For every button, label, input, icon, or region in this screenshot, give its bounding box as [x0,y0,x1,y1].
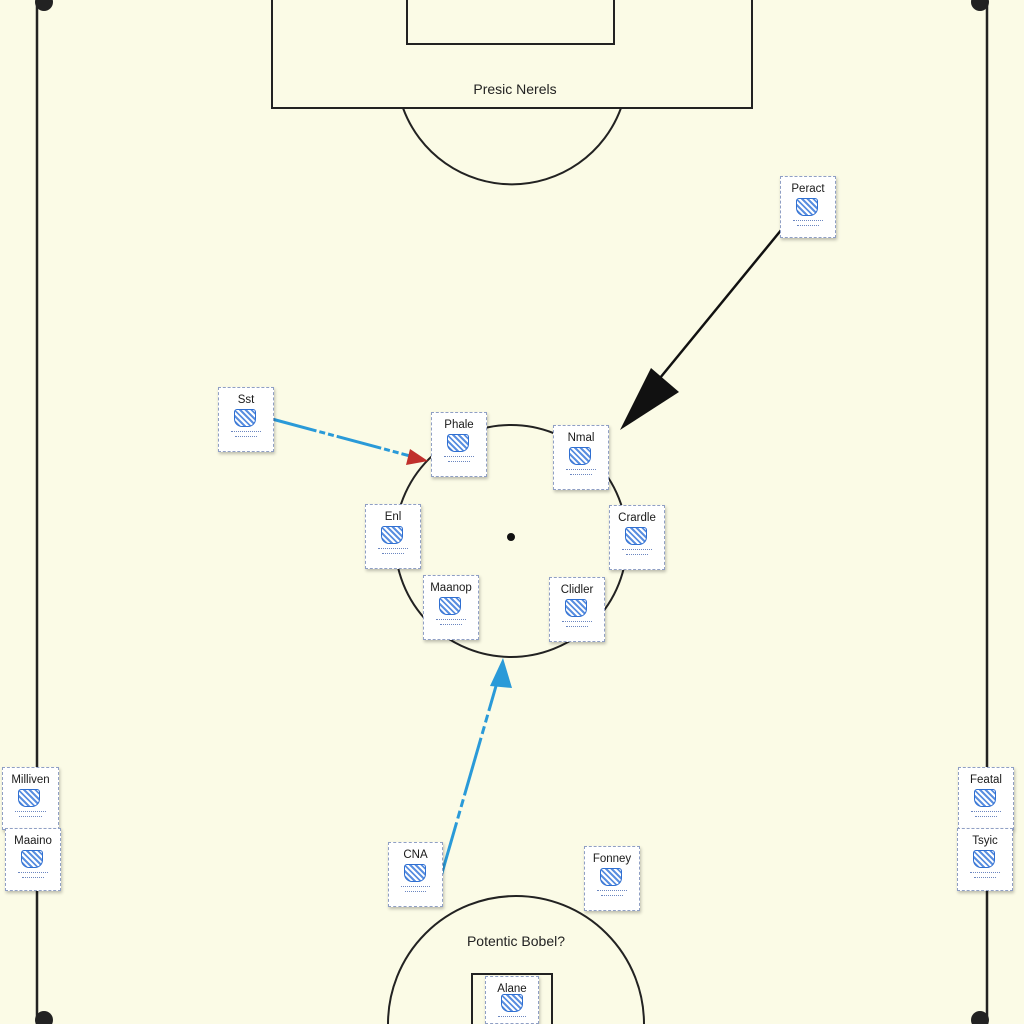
player-card-maanop[interactable]: Maanop [423,575,479,640]
crest-icon [18,789,40,807]
player-card-cna[interactable]: CNA [388,842,443,907]
player-card-featal[interactable]: Featal [958,767,1014,830]
crest-icon [974,789,996,807]
arrow-black-head-down [620,368,679,430]
bottom-goal-area [471,973,553,1024]
card-caption [378,548,408,551]
player-name: CNA [403,849,428,861]
bottom-zone-label: Potentic Bobel? [466,933,566,949]
card-caption [622,549,652,552]
center-spot [507,533,515,541]
player-name: Crardle [618,512,656,524]
top-zone-label: Presic Nerels [473,81,557,97]
card-caption [231,431,261,434]
card-caption [970,872,1000,875]
player-name: Phale [444,419,474,431]
card-caption [18,872,48,875]
arrow-blue-vertical-head [490,658,512,688]
player-name: Tsyic [972,835,998,847]
card-caption [566,626,588,629]
card-caption [401,886,430,889]
card-caption [971,811,1001,814]
player-card-tsyic[interactable]: Tsyic [957,828,1013,891]
card-caption [22,877,44,880]
card-caption [975,816,997,819]
player-card-fonney[interactable]: Fonney [584,846,640,911]
player-name: Nmal [567,432,595,444]
corner-top-right [971,0,989,11]
bottom-penalty-arc [387,895,645,1024]
player-card-milliven[interactable]: Milliven [2,767,59,830]
card-caption [15,811,46,814]
crest-icon [600,868,622,886]
corner-bottom-right [971,1011,989,1024]
player-name: Maaino [14,835,52,847]
card-caption [566,469,596,472]
card-caption [601,895,623,898]
card-caption [974,877,996,880]
player-card-phale[interactable]: Phale [431,412,487,477]
card-caption [626,554,648,557]
corner-bottom-left [35,1011,53,1024]
card-caption [797,225,819,228]
player-card-nmal[interactable]: Nmal [553,425,609,490]
card-caption [498,1016,526,1019]
crest-icon [404,864,426,882]
crest-icon [569,447,591,465]
player-card-enl[interactable]: Enl [365,504,421,569]
corner-top-left [35,0,53,11]
card-caption [436,619,466,622]
top-penalty-area [271,0,753,109]
arrow-red-head [406,449,428,465]
card-caption [793,220,823,223]
card-caption [562,621,592,624]
player-name: Alane [497,983,527,995]
card-caption [235,436,257,439]
card-caption [570,474,592,477]
arrow-blue-vertical-line [438,685,498,881]
crest-icon [625,527,647,545]
arrow-blue-line [271,417,415,459]
crest-icon [234,409,256,427]
top-goal-area [406,0,615,45]
player-name: Clidler [560,584,594,596]
player-card-alane[interactable]: Alane [485,976,539,1024]
player-name: Milliven [11,774,50,786]
player-name: Sst [237,394,255,406]
crest-icon [439,597,461,615]
card-caption [382,553,404,556]
player-card-peract[interactable]: Peract [780,176,836,238]
card-caption [405,891,426,894]
card-caption [440,624,462,627]
player-card-maaino[interactable]: Maaino [5,828,61,891]
card-caption [448,461,470,464]
player-name: Featal [970,774,1002,786]
card-caption [444,456,474,459]
player-name: Peract [791,183,825,195]
crest-icon [565,599,587,617]
player-card-crardle[interactable]: Crardle [609,505,665,570]
player-name: Maanop [430,582,472,594]
player-name: Enl [384,511,402,523]
player-name: Fonney [592,853,632,865]
player-card-sst[interactable]: Sst [218,387,274,452]
crest-icon [796,198,818,216]
crest-icon [447,434,469,452]
top-penalty-arc [402,107,622,186]
card-caption [597,890,627,893]
arrow-black-line [659,206,801,379]
crest-icon [21,850,43,868]
crest-icon [501,994,523,1012]
crest-icon [973,850,995,868]
card-caption [19,816,42,819]
crest-icon [381,526,403,544]
player-card-clidler[interactable]: Clidler [549,577,605,642]
